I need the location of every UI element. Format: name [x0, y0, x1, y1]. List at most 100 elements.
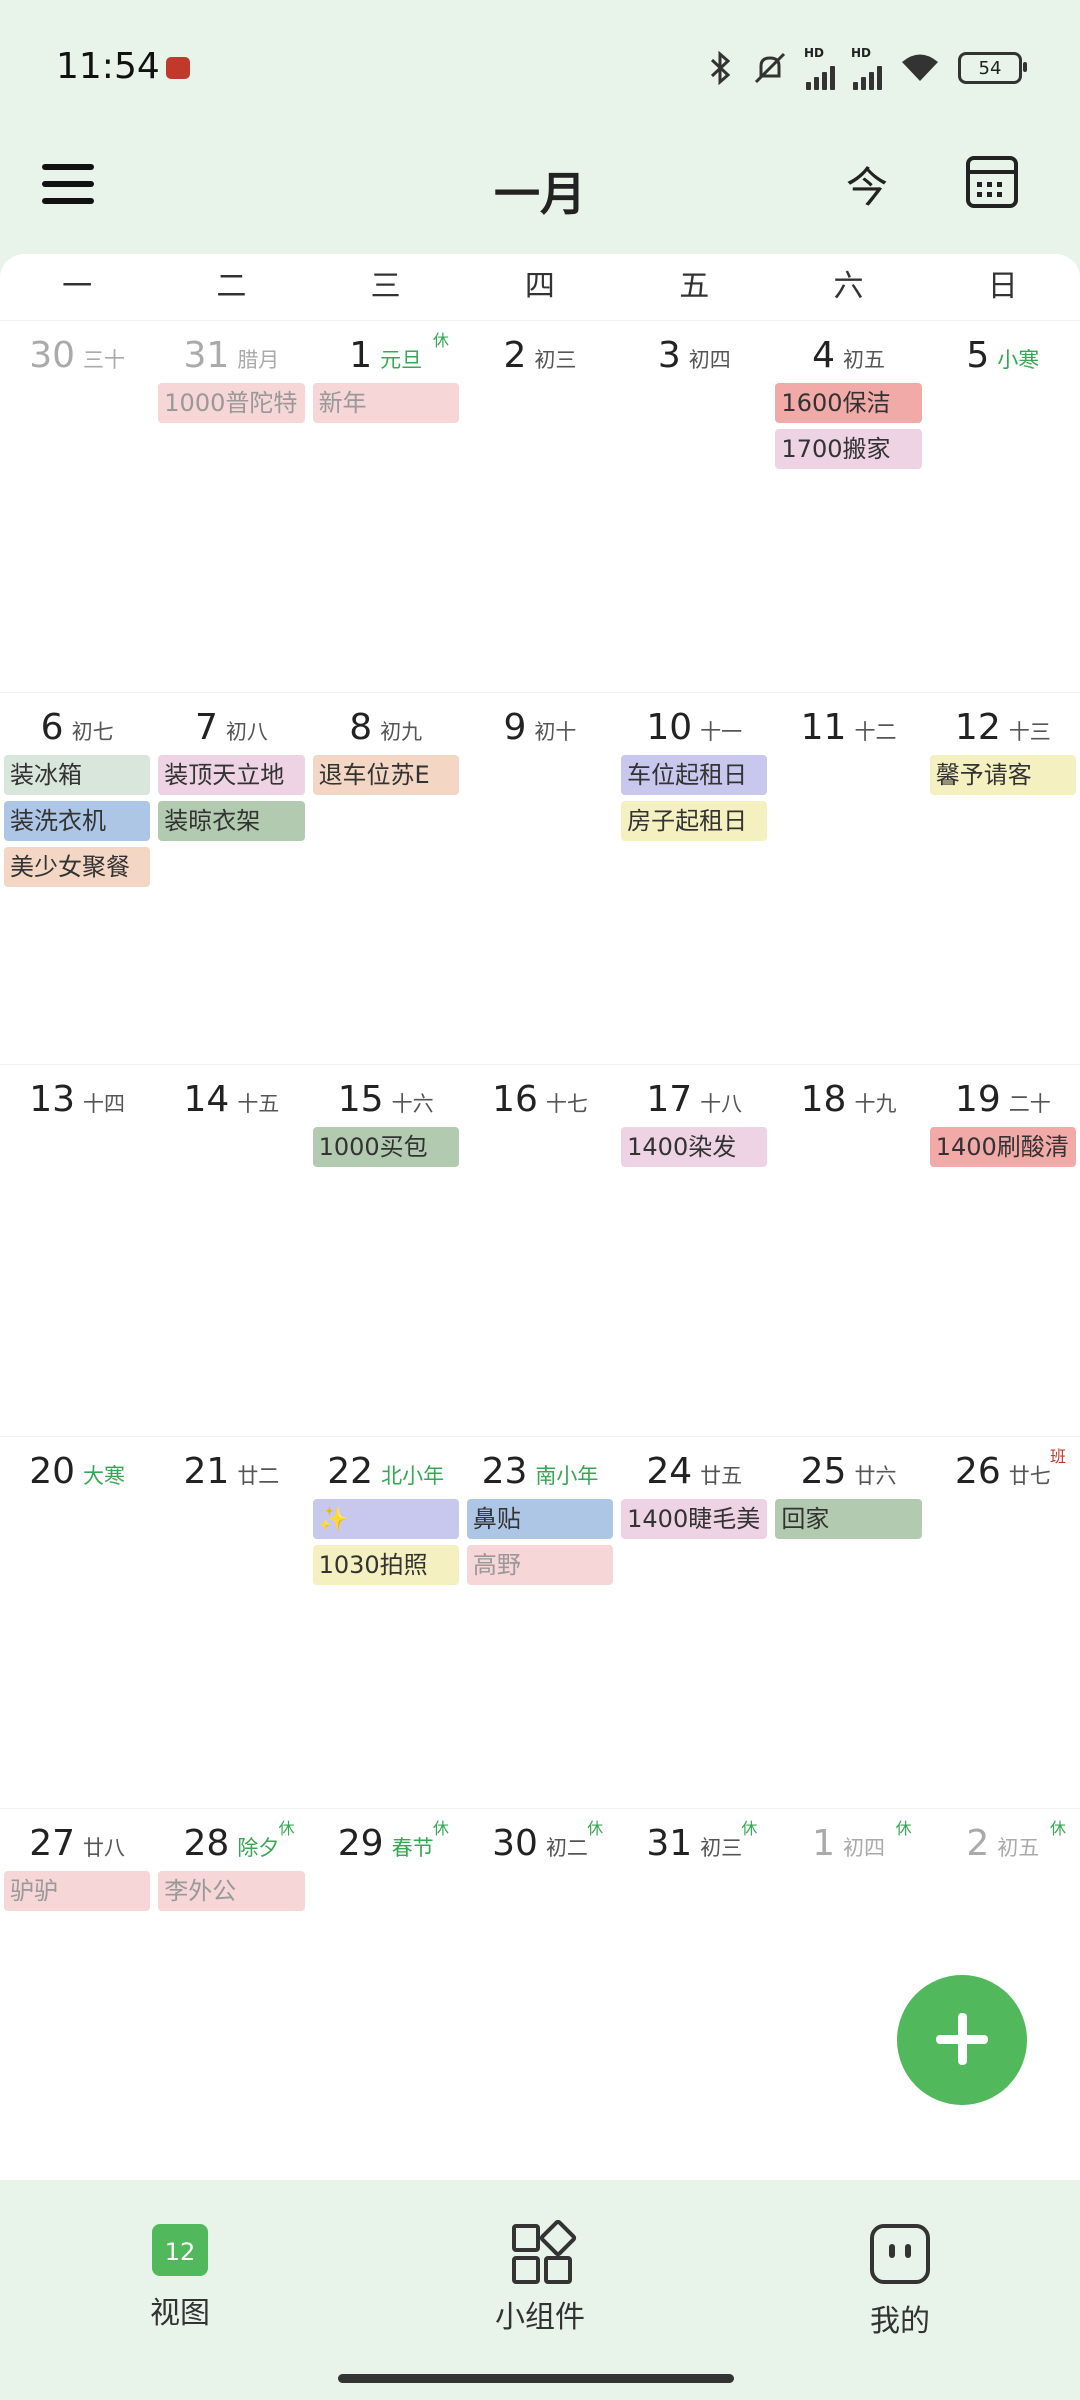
weekday-label: 二	[216, 269, 247, 304]
event-chip[interactable]: 1000普陀特	[158, 383, 305, 423]
event-chip[interactable]: 1400睫毛美	[621, 1499, 768, 1539]
bluetooth-icon	[710, 50, 731, 86]
day-number: 10	[646, 707, 693, 748]
battery-icon: 54	[958, 52, 1027, 84]
event-chip[interactable]: 装冰箱	[4, 755, 151, 795]
today-button[interactable]: 今	[846, 163, 889, 212]
month-title[interactable]: 一月	[494, 167, 586, 221]
event-chip[interactable]: 新年	[312, 383, 459, 423]
day-number: 31	[646, 1823, 693, 1864]
lunar-date: 初三	[700, 1836, 743, 1860]
add-event-button[interactable]	[897, 1975, 1027, 2105]
event-chip[interactable]: 房子起租日	[621, 801, 768, 841]
holiday-badge: 班	[1049, 1447, 1066, 1466]
event-chip[interactable]: 退车位苏E	[312, 755, 459, 795]
event-chip[interactable]: 1030拍照	[312, 1545, 459, 1585]
event-chip[interactable]: 高野	[466, 1545, 614, 1585]
menu-icon[interactable]	[42, 158, 94, 210]
widgets-icon	[512, 2218, 578, 2284]
event-chip[interactable]: ✨	[312, 1499, 459, 1539]
event-chip[interactable]: 鼻贴	[466, 1499, 614, 1539]
status-icons: HD HD 54	[708, 46, 1027, 90]
lunar-date: 二十	[1008, 1092, 1051, 1116]
nav-widgets[interactable]: 小组件	[420, 2218, 660, 2336]
day-number: 6	[40, 707, 64, 748]
day-number: 1	[812, 1823, 835, 1864]
event-chip[interactable]: 驴驴	[4, 1871, 151, 1911]
day-number: 28	[183, 1823, 230, 1864]
event-chip[interactable]: 馨予请客	[929, 755, 1076, 795]
event-chip[interactable]: 回家	[775, 1499, 922, 1539]
day-number: 8	[349, 707, 373, 748]
event-chip[interactable]: 1600保洁	[775, 383, 922, 423]
event-chip[interactable]: 美少女聚餐	[4, 847, 151, 887]
lunar-date: 初四	[688, 348, 731, 372]
event-chip[interactable]: 装顶天立地	[158, 755, 305, 795]
event-chip[interactable]: 1000买包	[312, 1127, 459, 1167]
nav-view[interactable]: 12 视图	[60, 2224, 300, 2332]
day-number: 31	[183, 335, 230, 376]
event-chip[interactable]: 李外公	[158, 1871, 305, 1911]
event-chip[interactable]: 装晾衣架	[158, 801, 305, 841]
lunar-date: 北小年	[381, 1464, 445, 1488]
status-bar: 11:54 HD HD 54	[0, 0, 1080, 140]
day-cell[interactable]: 31 初三休	[617, 1809, 771, 2181]
lunar-date: 廿六	[854, 1464, 897, 1488]
event-chip[interactable]: 1700搬家	[775, 429, 922, 469]
lunar-date: 初五	[997, 1836, 1040, 1860]
event-chip[interactable]: 装洗衣机	[4, 801, 151, 841]
calendar-icon[interactable]	[966, 156, 1018, 208]
event-chip[interactable]: 1400染发	[621, 1127, 768, 1167]
event-chip[interactable]: 1400刷酸清	[929, 1127, 1076, 1167]
holiday-badge: 休	[741, 1819, 758, 1838]
nav-me[interactable]: 我的	[780, 2224, 1020, 2340]
event-chip[interactable]: 车位起租日	[621, 755, 768, 795]
lunar-date: 廿五	[700, 1464, 743, 1488]
home-indicator[interactable]	[338, 2374, 734, 2383]
